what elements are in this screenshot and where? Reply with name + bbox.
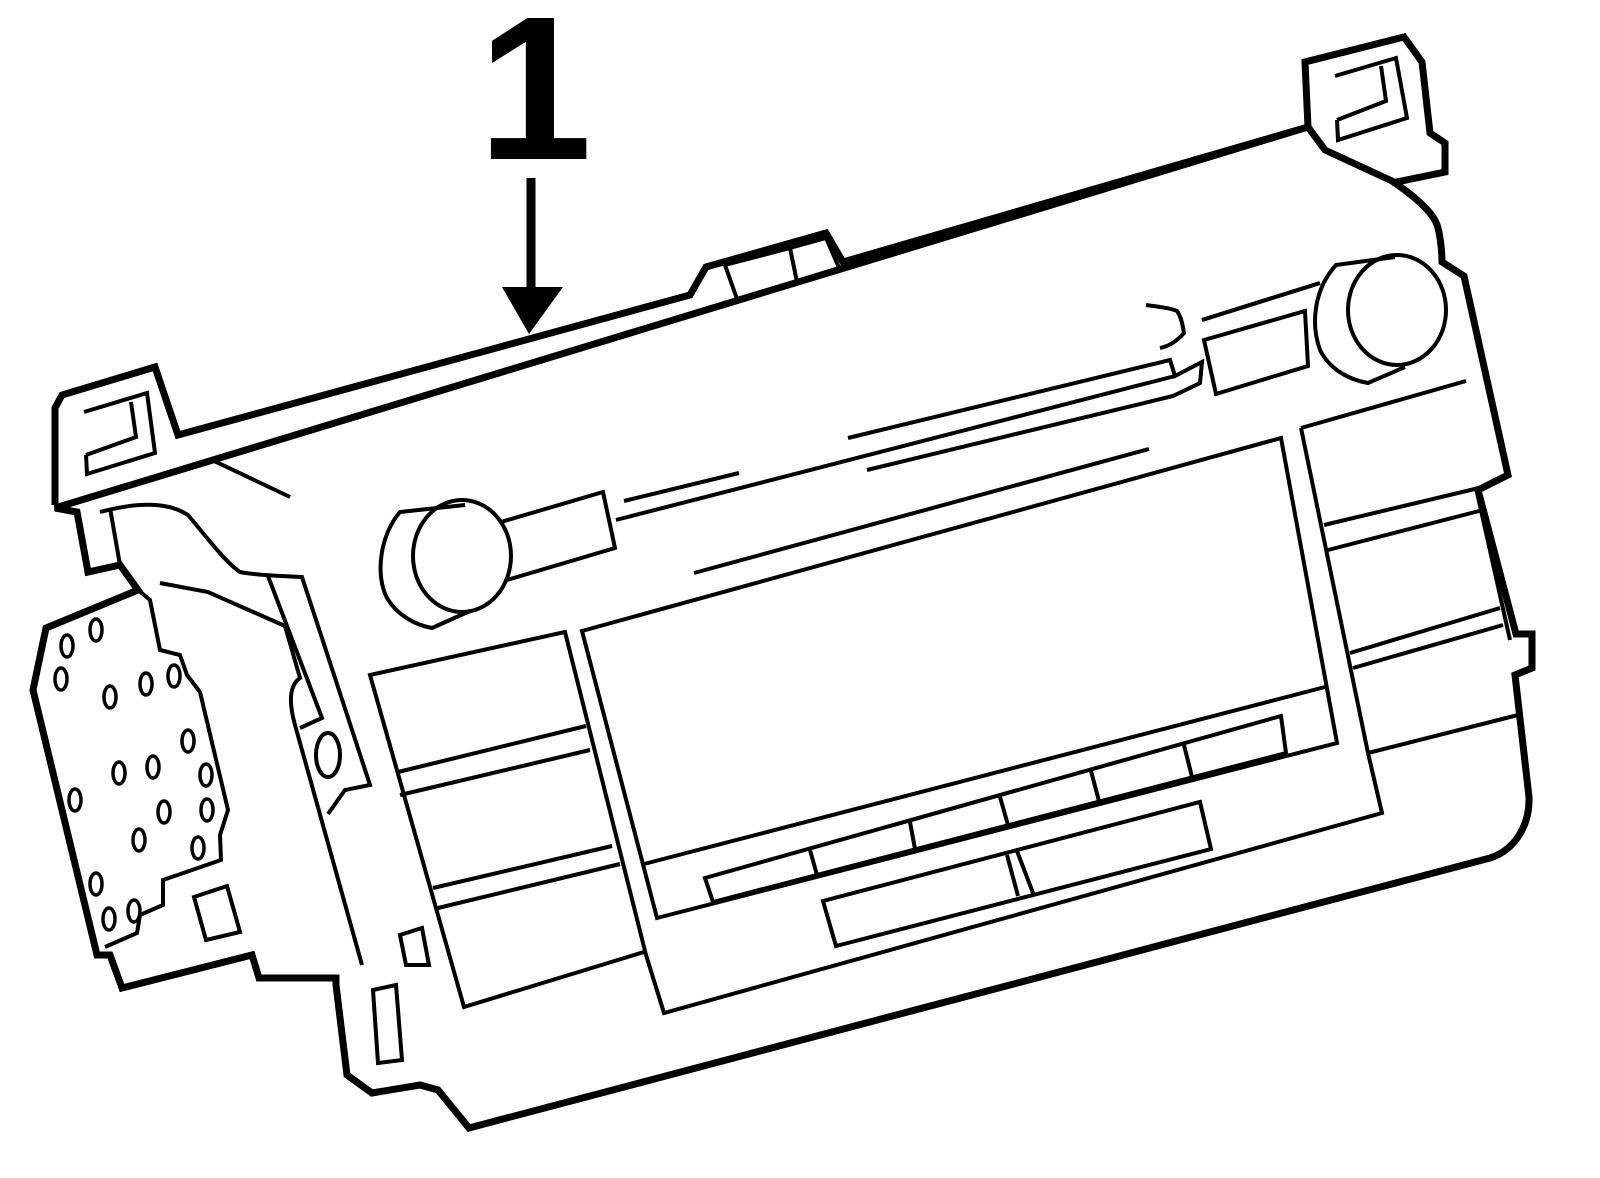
- mounting-tabs: [83, 55, 1410, 1066]
- callout-arrow: [502, 178, 563, 334]
- side-bracket: [99, 502, 373, 966]
- callout-number: 1: [478, 0, 593, 203]
- right-knob: [1201, 253, 1448, 397]
- circuit-board-holes: [53, 617, 215, 932]
- housing-outline: [29, 33, 1536, 1132]
- left-knob: [378, 489, 618, 631]
- face-lines: [211, 281, 1519, 1016]
- display-screen: [579, 435, 1340, 921]
